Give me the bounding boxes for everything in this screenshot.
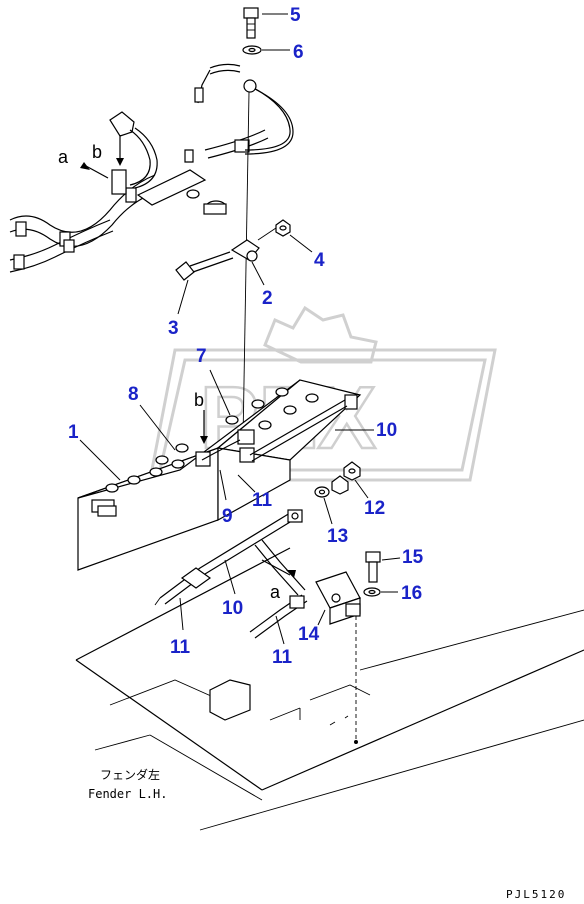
- terminal-cluster: [195, 394, 358, 467]
- callout-8: 8: [128, 384, 139, 405]
- view-arrow-battery: [200, 410, 208, 444]
- callout-10b: 10: [222, 598, 243, 619]
- callout-15: 15: [402, 547, 424, 568]
- view-letter-a-top: a: [58, 147, 69, 167]
- callout-3: 3: [168, 318, 179, 339]
- washer-16: [363, 587, 398, 597]
- clamp-2: [230, 239, 265, 286]
- leader-9: [219, 469, 227, 501]
- callout-13: 13: [327, 526, 348, 547]
- callout-14: 14: [298, 624, 320, 645]
- caption-english: Fender L.H.: [88, 787, 167, 801]
- leader-1: [79, 439, 121, 481]
- view-letter-b-top: b: [92, 142, 102, 162]
- nut-4: [257, 219, 313, 253]
- bolt-3: [175, 251, 234, 315]
- callout-labels: 5 6 4 2 3 7 8 1 10 11 9 12 13 15 16 10 1…: [68, 5, 424, 668]
- view-letters: a b b a: [58, 142, 281, 602]
- callout-4: 4: [314, 250, 325, 271]
- callout-16: 16: [401, 583, 422, 604]
- callout-2: 2: [262, 288, 273, 309]
- callout-9: 9: [222, 506, 233, 527]
- battery-cable-11: [249, 539, 308, 645]
- caption-japanese: フェンダ左: [100, 767, 160, 782]
- callout-11c: 11: [272, 647, 293, 668]
- bolt-15: [365, 551, 401, 583]
- callout-10a: 10: [376, 420, 397, 441]
- callout-7: 7: [196, 346, 207, 367]
- leader-11a: [237, 474, 256, 493]
- bolt-5: [243, 7, 288, 39]
- harness-bracket: [136, 129, 269, 215]
- callout-11a: 11: [252, 490, 273, 511]
- drawing-code: PJL5120: [506, 888, 566, 901]
- callout-5: 5: [290, 5, 301, 26]
- callout-1: 1: [68, 422, 79, 443]
- battery-caps: [105, 387, 319, 493]
- washer-13: [314, 486, 333, 525]
- washer-6: [242, 45, 290, 55]
- callout-12: 12: [364, 498, 385, 519]
- view-letter-a-lower: a: [270, 582, 281, 602]
- battery-cable-10: [154, 509, 303, 631]
- fender-caption: フェンダ左 Fender L.H.: [88, 767, 167, 801]
- nut-12: [331, 461, 369, 499]
- leader-8: [139, 404, 176, 451]
- view-letter-b-battery: b: [194, 390, 204, 410]
- leader-7: [209, 369, 231, 416]
- bracket-14: [315, 571, 361, 626]
- callout-11b: 11: [170, 637, 191, 658]
- fender-base: [75, 547, 584, 831]
- wiring-harness: [9, 111, 158, 273]
- callout-6: 6: [293, 42, 304, 63]
- view-arrows-top: [80, 135, 127, 195]
- ground-cable: [194, 63, 294, 441]
